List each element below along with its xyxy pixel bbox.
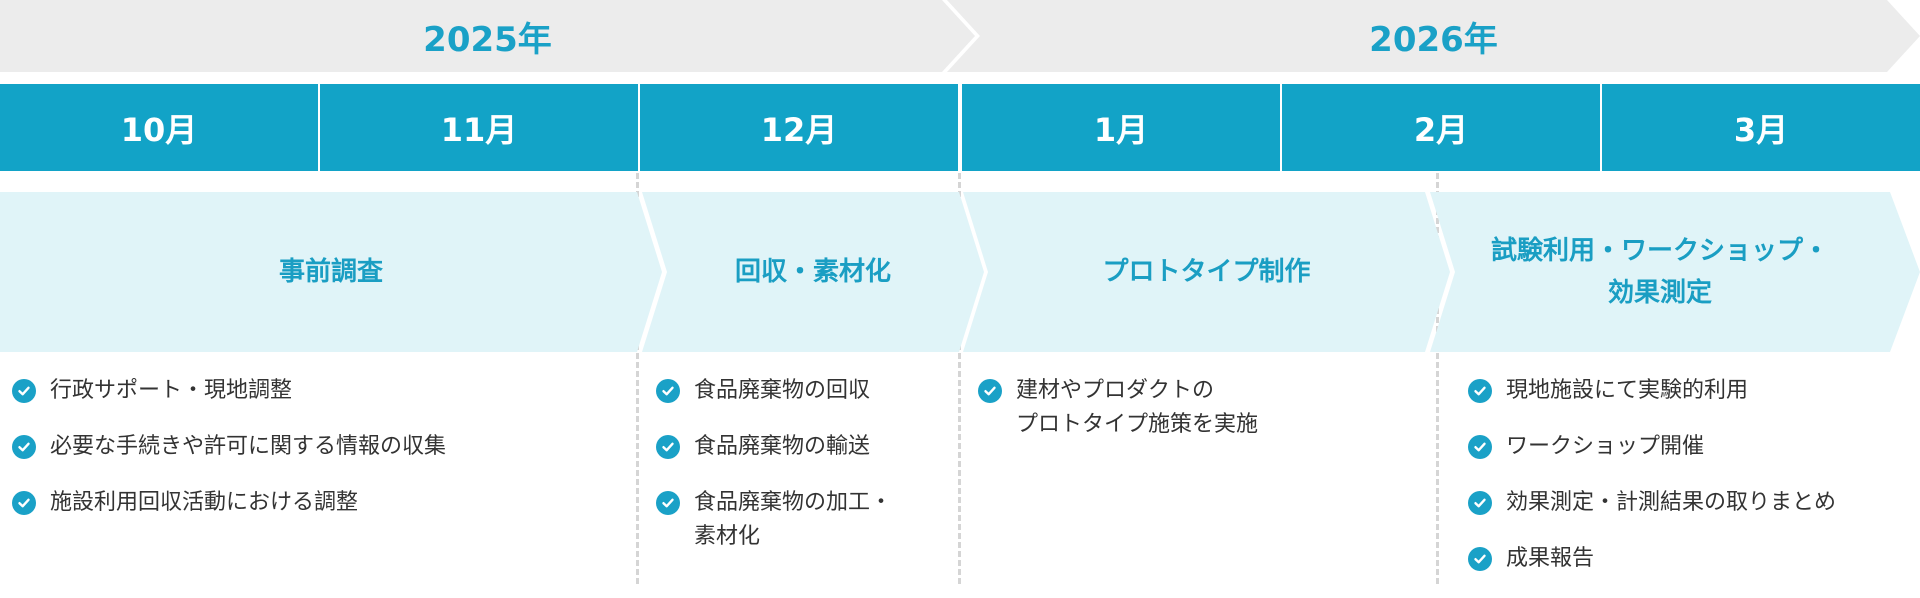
- task-list-research: 行政サポート・現地調整 必要な手続きや許可に関する情報の収集 施設利用回収活動に…: [12, 374, 612, 542]
- list-item: 効果測定・計測結果の取りまとめ: [1468, 486, 1913, 520]
- list-item: 成果報告: [1468, 542, 1913, 576]
- month-cell-dec: 12月: [640, 84, 958, 171]
- check-circle-icon: [656, 491, 680, 515]
- month-label: 12月: [760, 110, 838, 149]
- check-circle-icon: [12, 379, 36, 403]
- phase-title: 試験利用・ワークショップ・ 効果測定: [1490, 236, 1829, 308]
- list-item: 施設利用回収活動における調整: [12, 486, 612, 520]
- list-item: 現地施設にて実験的利用: [1468, 374, 1913, 408]
- year-banner-2025: 2025年: [0, 0, 975, 72]
- month-label: 1月: [1093, 110, 1149, 149]
- check-circle-icon: [12, 435, 36, 459]
- task-text: 必要な手続きや許可に関する情報の収集: [50, 434, 447, 459]
- month-label: 11月: [440, 110, 518, 149]
- year-label: 2026年: [1369, 19, 1498, 60]
- list-item: 建材やプロダクトの プロトタイプ施策を実施: [978, 374, 1418, 442]
- list-item: 食品廃棄物の輸送: [656, 430, 946, 464]
- list-item: 必要な手続きや許可に関する情報の収集: [12, 430, 612, 464]
- month-cell-jan: 1月: [962, 84, 1280, 171]
- month-cell-oct: 10月: [0, 84, 318, 171]
- month-cell-mar: 3月: [1602, 84, 1920, 171]
- phase-title: 事前調査: [278, 257, 383, 287]
- phase-arrow-prototype: プロトタイプ制作: [963, 192, 1450, 352]
- phase-divider: [1436, 173, 1439, 584]
- phase-title: 回収・素材化: [734, 257, 891, 287]
- check-circle-icon: [1468, 379, 1492, 403]
- phase-arrow-collection: 回収・素材化: [642, 192, 984, 352]
- phase-arrow-research: 事前調査: [0, 192, 662, 352]
- phase-title: プロトタイプ制作: [1102, 257, 1311, 287]
- task-list-prototype: 建材やプロダクトの プロトタイプ施策を実施: [978, 374, 1418, 464]
- year-label: 2025年: [423, 19, 552, 60]
- check-circle-icon: [656, 435, 680, 459]
- year-banner-2026: 2026年: [947, 0, 1920, 72]
- check-circle-icon: [1468, 547, 1492, 571]
- check-circle-icon: [12, 491, 36, 515]
- task-list-collection: 食品廃棄物の回収 食品廃棄物の輸送 食品廃棄物の加工・ 素材化: [656, 374, 946, 576]
- list-item: 行政サポート・現地調整: [12, 374, 612, 408]
- task-text: ワークショップ開催: [1506, 434, 1705, 459]
- list-item: 食品廃棄物の加工・ 素材化: [656, 486, 946, 554]
- task-text: 建材やプロダクトの プロトタイプ施策を実施: [1016, 378, 1259, 437]
- check-circle-icon: [656, 379, 680, 403]
- month-label: 2月: [1413, 110, 1469, 149]
- task-list-trial: 現地施設にて実験的利用 ワークショップ開催 効果測定・計測結果の取りまとめ 成果…: [1468, 374, 1913, 598]
- phase-divider: [958, 173, 961, 584]
- phase-divider: [636, 173, 639, 584]
- phase-arrow-trial: 試験利用・ワークショップ・ 効果測定: [1430, 192, 1920, 352]
- task-text: 食品廃棄物の回収: [694, 378, 871, 403]
- month-label: 10月: [120, 110, 198, 149]
- task-text: 食品廃棄物の加工・ 素材化: [694, 490, 893, 549]
- task-text: 効果測定・計測結果の取りまとめ: [1506, 490, 1837, 515]
- month-cell-nov: 11月: [320, 84, 638, 171]
- list-item: ワークショップ開催: [1468, 430, 1913, 464]
- task-text: 行政サポート・現地調整: [50, 378, 293, 403]
- check-circle-icon: [1468, 435, 1492, 459]
- task-text: 現地施設にて実験的利用: [1506, 378, 1749, 403]
- list-item: 食品廃棄物の回収: [656, 374, 946, 408]
- month-label: 3月: [1733, 110, 1789, 149]
- month-cell-feb: 2月: [1282, 84, 1600, 171]
- check-circle-icon: [978, 379, 1002, 403]
- task-text: 食品廃棄物の輸送: [694, 434, 871, 459]
- task-text: 成果報告: [1506, 546, 1595, 571]
- check-circle-icon: [1468, 491, 1492, 515]
- task-text: 施設利用回収活動における調整: [50, 490, 359, 515]
